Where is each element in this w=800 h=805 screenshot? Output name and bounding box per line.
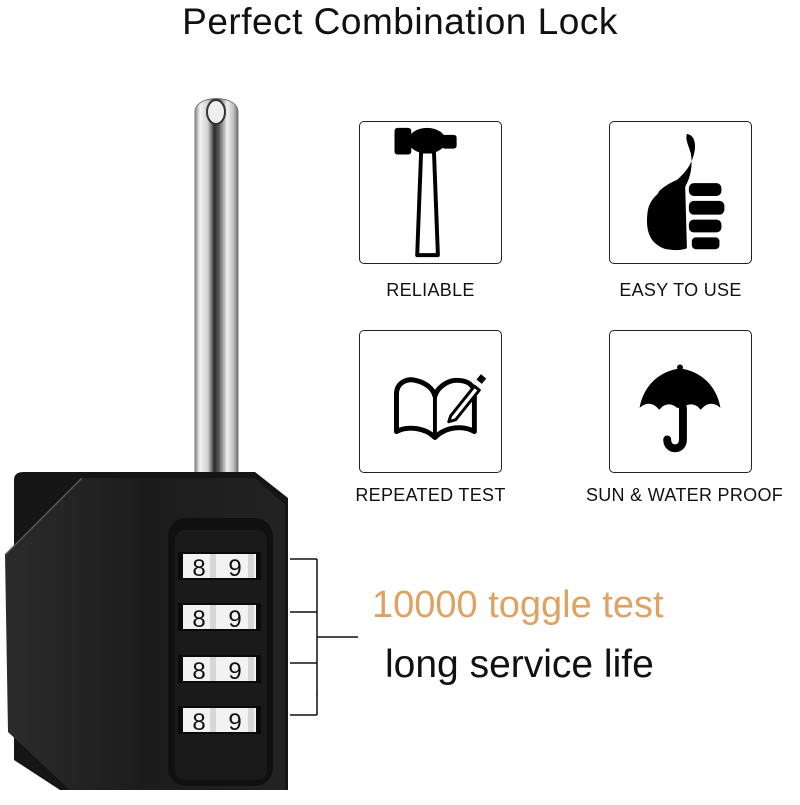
hammer-icon xyxy=(394,127,457,258)
umbrella-icon xyxy=(639,364,721,453)
dial-1-digit-1: 8 xyxy=(192,555,205,582)
dial-bracket-connector xyxy=(290,558,358,695)
padlock-illustration: 8 9 8 9 8 9 8 9 xyxy=(4,98,288,790)
feature-label-repeated-test: REPEATED TEST xyxy=(355,485,506,505)
book-pencil-icon xyxy=(394,374,487,440)
feature-label-reliable: RELIABLE xyxy=(386,280,475,300)
dial-4 xyxy=(178,706,261,734)
dial-3-digit-2: 9 xyxy=(228,658,241,685)
combination-padlock-image: 8 9 8 9 8 9 8 9 xyxy=(0,80,300,800)
service-life-subheadline: long service life xyxy=(385,643,654,686)
feature-label-easy-to-use: EASY TO USE xyxy=(619,280,742,300)
feature-box-easy-to-use xyxy=(609,121,752,264)
dial-3 xyxy=(178,655,261,683)
feature-box-reliable xyxy=(359,121,502,264)
dial-1-digit-2: 9 xyxy=(228,555,241,582)
dial-3-digit-1: 8 xyxy=(192,658,205,685)
dial-1 xyxy=(178,552,261,580)
feature-label-sun-water-proof: SUN & WATER PROOF xyxy=(585,485,784,505)
dial-2-digit-2: 9 xyxy=(228,606,241,633)
thumbs-up-icon xyxy=(646,133,725,251)
dial-2 xyxy=(178,603,261,631)
toggle-test-headline: 10000 toggle test xyxy=(372,584,664,626)
page-title: Perfect Combination Lock xyxy=(182,1,618,42)
dial-4-digit-1: 8 xyxy=(192,709,205,736)
dial-4-digit-2: 9 xyxy=(228,709,241,736)
dial-bracket-connector-lower xyxy=(290,694,318,716)
feature-box-sun-water-proof xyxy=(609,330,752,473)
feature-box-repeated-test xyxy=(359,330,502,473)
dial-2-digit-1: 8 xyxy=(192,606,205,633)
